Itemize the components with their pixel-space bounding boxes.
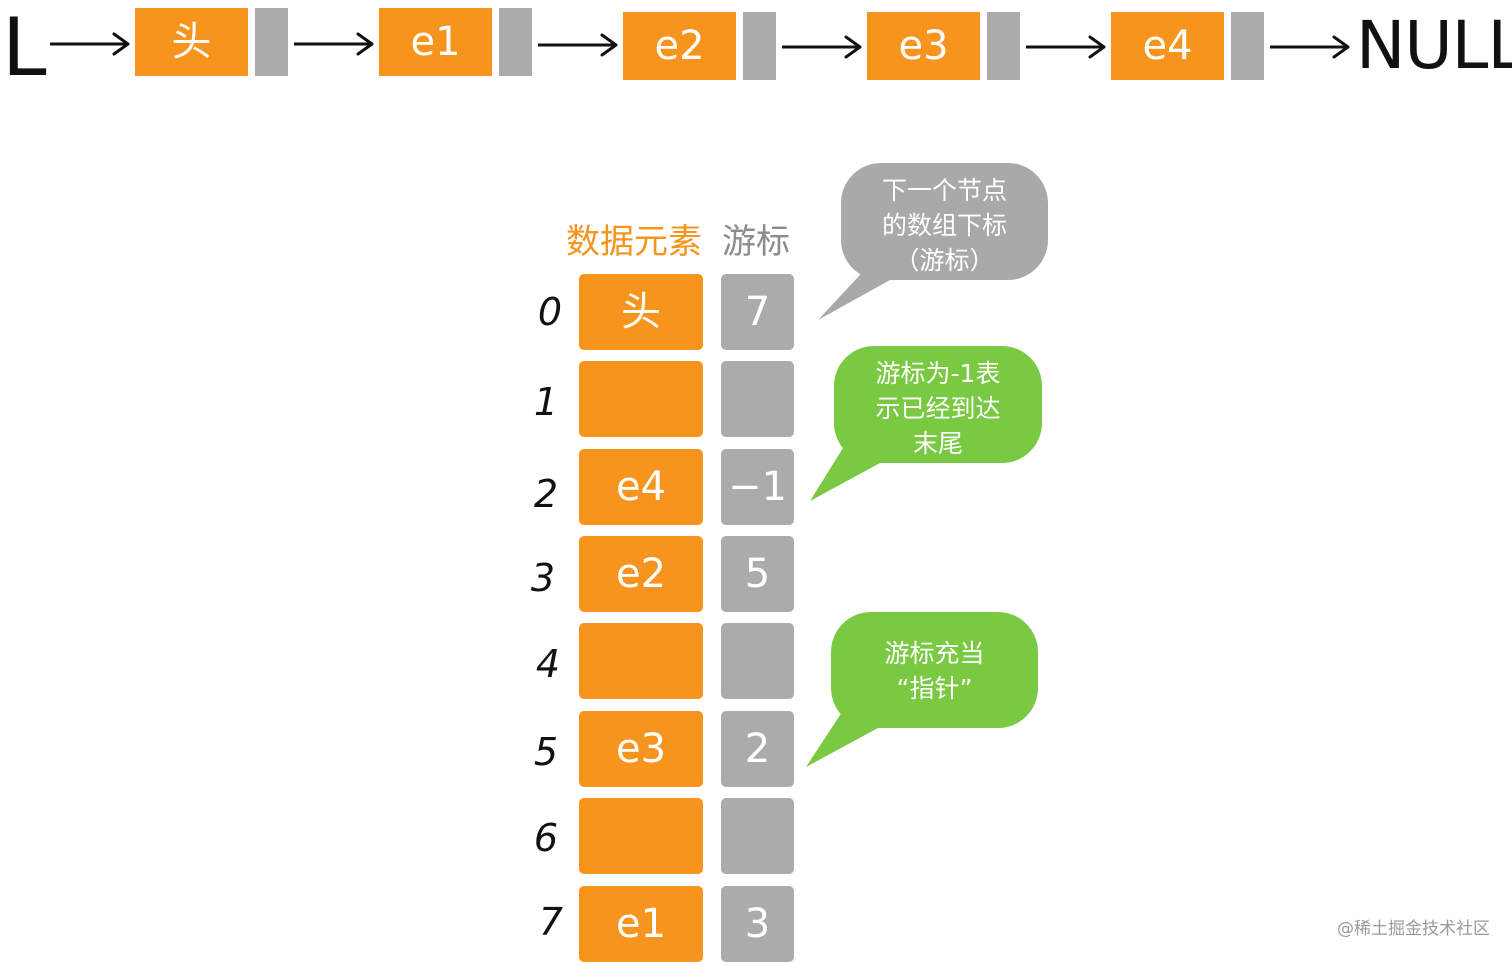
arrow-icon xyxy=(1024,32,1108,62)
row-index: 5 xyxy=(533,730,559,774)
list-head-label: L xyxy=(2,1,47,94)
arrow-icon xyxy=(1268,32,1352,62)
list-node-data: e2 xyxy=(623,12,736,80)
callout-next-index: 下一个节点 的数组下标 （游标） xyxy=(881,176,1007,275)
list-node-pointer xyxy=(987,12,1020,80)
callout-pointer-shape xyxy=(806,612,1038,767)
cursor-cell: 3 xyxy=(721,886,794,962)
list-node-pointer xyxy=(1231,12,1264,80)
list-node-data: 头 xyxy=(135,8,248,76)
cursor-cell xyxy=(721,798,794,874)
row-index: 1 xyxy=(533,380,559,424)
cursor-cell: 5 xyxy=(721,536,794,612)
row-index: 6 xyxy=(533,816,559,860)
cursor-cell: −1 xyxy=(721,449,794,525)
row-index: 0 xyxy=(537,290,563,334)
callout-end-marker: 游标为-1表 示已经到达 末尾 xyxy=(875,359,1001,458)
cursor-cell xyxy=(721,361,794,437)
cursor-cell xyxy=(721,623,794,699)
callout-end-marker-shape xyxy=(810,346,1042,501)
callout-next-index-shape xyxy=(818,163,1048,320)
arrow-icon xyxy=(536,30,620,60)
data-cell xyxy=(579,361,703,437)
data-cell: 头 xyxy=(579,274,703,350)
list-node-pointer xyxy=(499,8,532,76)
data-cell: e1 xyxy=(579,886,703,962)
column-header-cursor: 游标 xyxy=(722,222,790,262)
data-cell: e4 xyxy=(579,449,703,525)
column-header-data: 数据元素 xyxy=(566,222,702,262)
list-node-data: e1 xyxy=(379,8,492,76)
data-cell: e3 xyxy=(579,711,703,787)
cursor-cell: 2 xyxy=(721,711,794,787)
list-node-data: e4 xyxy=(1111,12,1224,80)
arrow-icon xyxy=(48,29,132,59)
arrow-icon xyxy=(292,29,376,59)
watermark: @稀土掘金技术社区 xyxy=(1337,919,1490,939)
row-index: 3 xyxy=(530,556,556,600)
row-index: 4 xyxy=(535,642,561,686)
data-cell xyxy=(579,798,703,874)
arrow-icon xyxy=(780,32,864,62)
row-index: 7 xyxy=(538,900,564,944)
null-label: NULL xyxy=(1356,7,1512,84)
callout-pointer: 游标充当 “指针” xyxy=(884,639,985,703)
list-node-data: e3 xyxy=(867,12,980,80)
list-node-pointer xyxy=(255,8,288,76)
list-node-pointer xyxy=(743,12,776,80)
cursor-cell: 7 xyxy=(721,274,794,350)
row-index: 2 xyxy=(533,472,559,516)
data-cell: e2 xyxy=(579,536,703,612)
data-cell xyxy=(579,623,703,699)
